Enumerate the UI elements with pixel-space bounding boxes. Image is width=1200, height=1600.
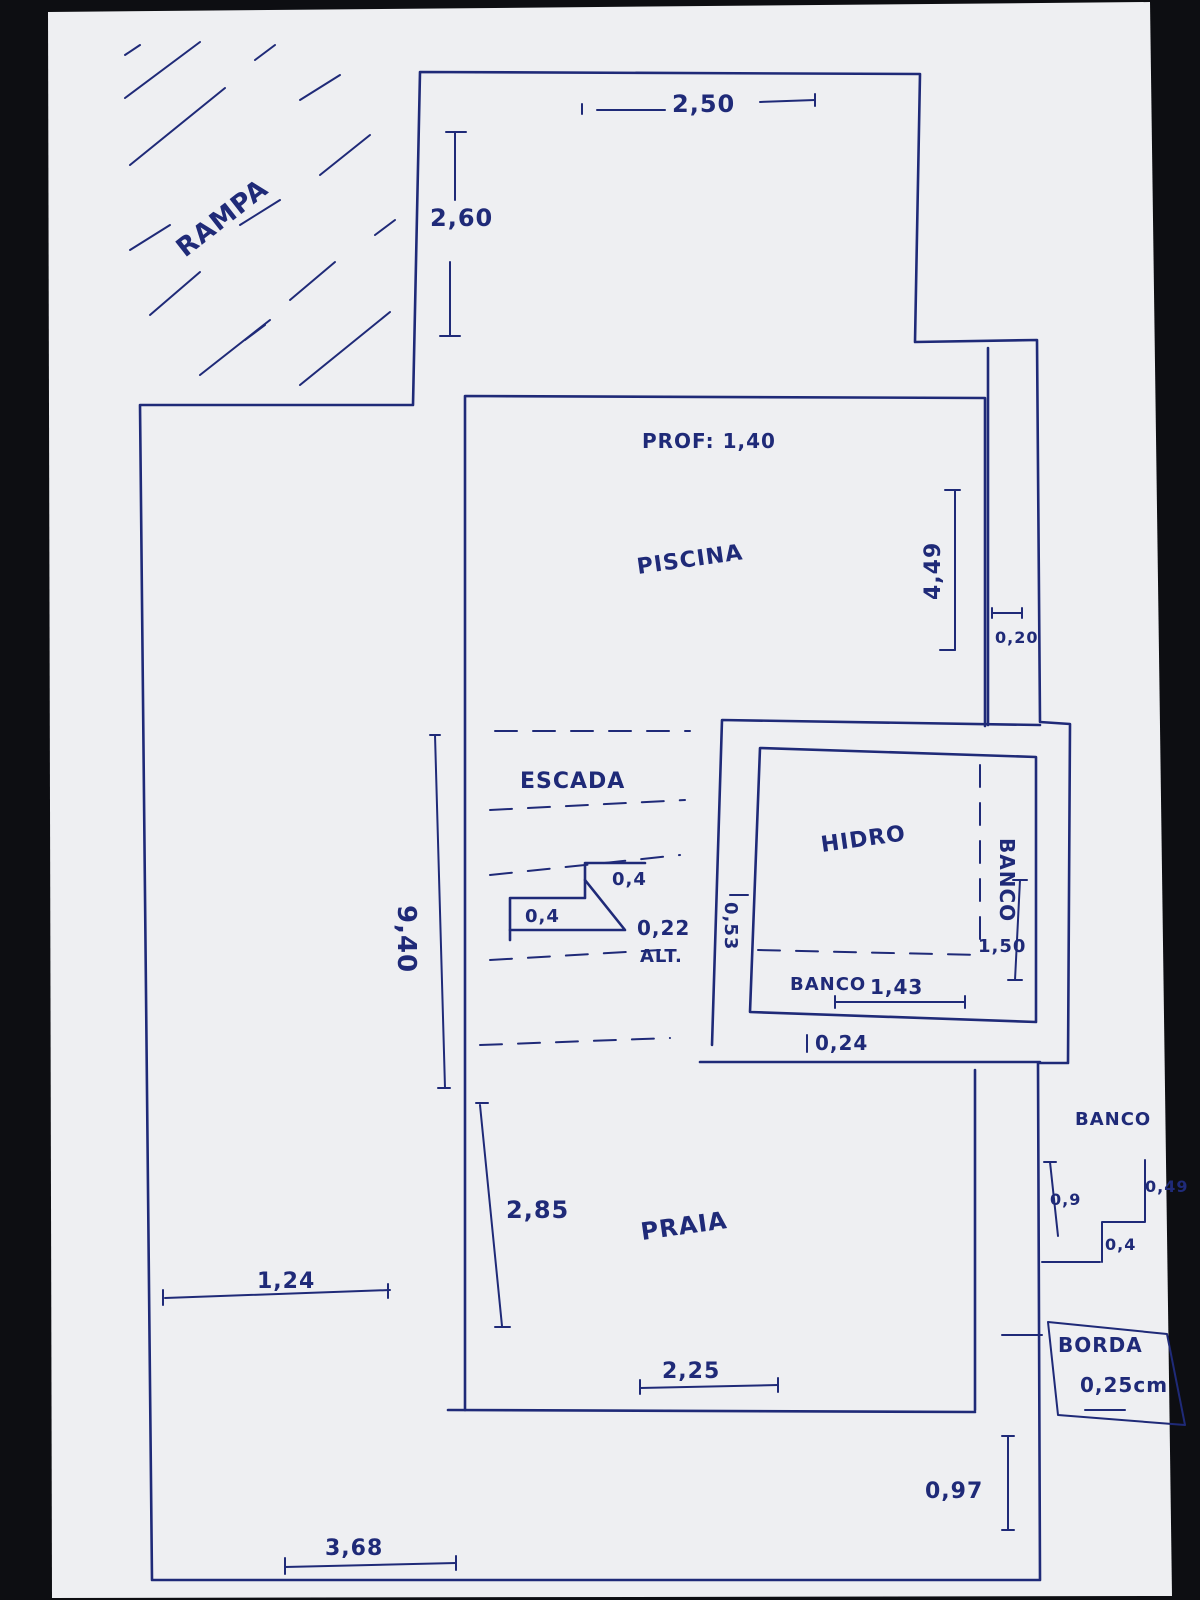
label-borda-value: 0,25cm [1080,1373,1168,1397]
label-banco-vertical: BANCO [995,838,1019,922]
label-dim-940: 9,40 [391,905,421,973]
label-prof: PROF: 1,40 [642,429,776,453]
label-banco-bottom: BANCO [790,974,866,995]
label-borda: BORDA [1058,1333,1143,1357]
label-step-b: 0,4 [612,869,647,890]
label-hidro-side: 0,53 [720,902,741,950]
label-escada: ESCADA [520,769,625,794]
label-dim-368: 3,68 [325,1536,383,1561]
label-dim-449: 4,49 [921,542,946,600]
label-dim-150: 1,50 [978,936,1026,957]
label-dim-049: 0,49 [1145,1177,1188,1196]
label-dim-097: 0,97 [925,1479,983,1504]
pool-outline [446,394,987,1414]
label-banco-right: BANCO [1075,1109,1151,1130]
label-dim-225: 2,25 [662,1359,720,1384]
outer-walls [138,70,1072,1582]
label-dim-143: 1,43 [870,975,923,999]
bench-dashes [757,764,981,956]
step-profile [508,861,647,942]
hydro-box [698,718,1042,1064]
label-step-height: 0,22 [637,916,690,940]
label-alt: ALT. [640,946,683,967]
label-step-a: 0,4 [525,906,560,927]
label-dim-04-right: 0,4 [1105,1235,1136,1254]
label-dim-09: 0,9 [1050,1190,1081,1209]
label-top-height: 2,60 [430,204,493,232]
label-dim-020: 0,20 [995,628,1038,647]
label-top-width: 2,50 [672,90,735,118]
label-dim-285: 2,85 [506,1196,569,1224]
label-dim-024: 0,24 [815,1031,868,1055]
paper-sheet [48,2,1172,1598]
label-dim-124: 1,24 [257,1269,315,1294]
dimension-lines [162,93,1186,1575]
ramp-hatching [124,41,396,386]
